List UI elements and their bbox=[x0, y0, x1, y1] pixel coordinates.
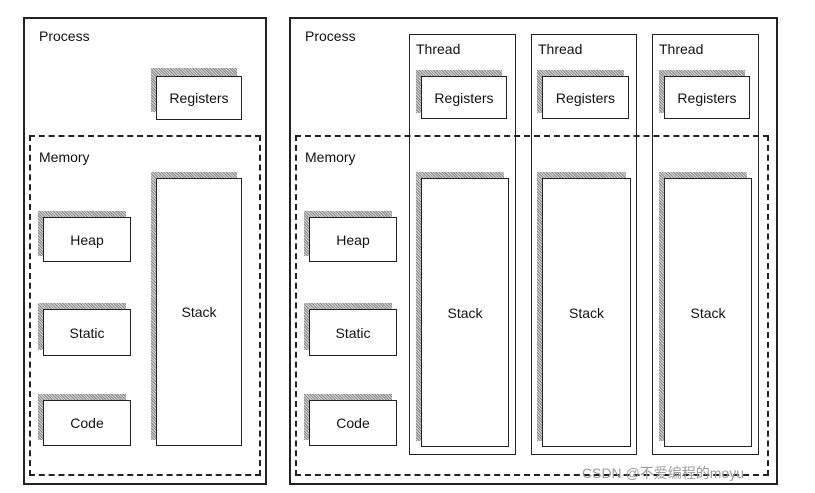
right-process-frame bbox=[289, 17, 778, 485]
right-static-box: Static bbox=[309, 309, 397, 356]
thread-2-registers-box: Registers bbox=[542, 76, 629, 119]
right-memory-frame bbox=[295, 135, 769, 476]
left-memory-title: Memory bbox=[39, 149, 90, 165]
left-stack-box: Stack bbox=[156, 178, 242, 446]
thread-2-frame bbox=[531, 34, 637, 455]
watermark-text: CSDN @不爱编程的moyu bbox=[582, 465, 745, 481]
thread-3-registers-box: Registers bbox=[664, 76, 750, 119]
thread-1-title: Thread bbox=[416, 41, 461, 57]
right-process-title: Process bbox=[305, 28, 356, 44]
left-registers-box: Registers bbox=[156, 76, 242, 120]
thread-1-registers-box: Registers bbox=[421, 76, 507, 119]
left-process-frame bbox=[23, 17, 267, 485]
right-code-box: Code bbox=[309, 400, 397, 446]
thread-2-stack-box: Stack bbox=[542, 178, 631, 447]
thread-2-title: Thread bbox=[538, 41, 583, 57]
left-heap-box: Heap bbox=[43, 217, 131, 262]
left-memory-frame bbox=[29, 135, 261, 476]
right-heap-box: Heap bbox=[309, 217, 397, 262]
left-code-box: Code bbox=[43, 400, 131, 446]
thread-3-title: Thread bbox=[659, 41, 704, 57]
thread-3-frame bbox=[652, 34, 759, 455]
thread-1-frame bbox=[409, 34, 516, 455]
left-static-box: Static bbox=[43, 309, 131, 356]
thread-1-stack-box: Stack bbox=[421, 178, 509, 447]
left-process-title: Process bbox=[39, 28, 90, 44]
right-memory-title: Memory bbox=[305, 149, 356, 165]
thread-3-stack-box: Stack bbox=[664, 178, 752, 447]
